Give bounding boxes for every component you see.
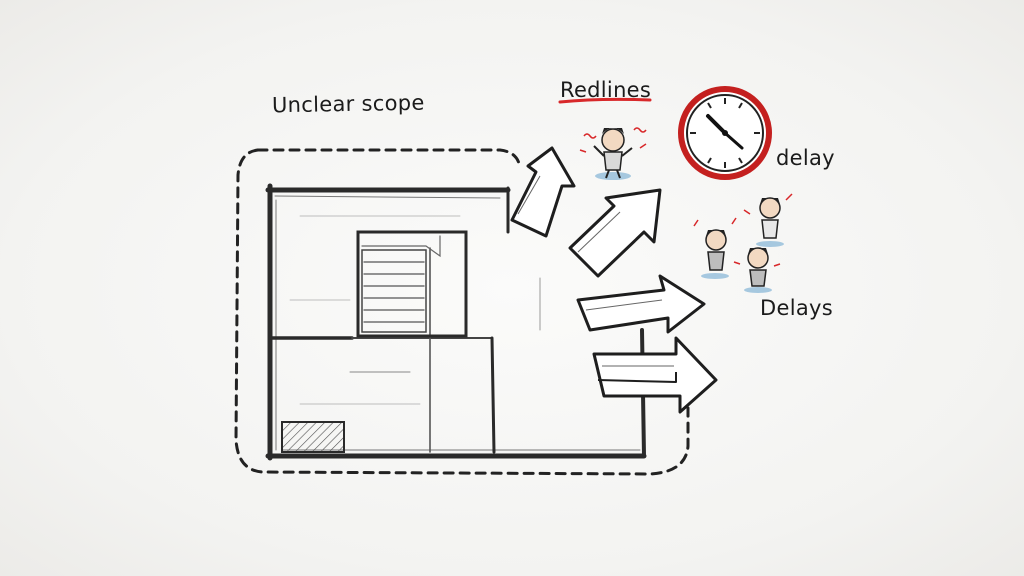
- arrows: [510, 146, 718, 414]
- unclear-scope-label: Unclear scope: [271, 90, 425, 118]
- clock-icon: [678, 86, 772, 180]
- delays-label: Delays: [760, 296, 833, 320]
- delay-label: delay: [776, 146, 835, 170]
- floor-plan-sketch: [265, 183, 647, 461]
- redlines-label: Redlines: [560, 78, 652, 102]
- scope-boundary: [234, 148, 690, 476]
- stressed-people-group-icon: [693, 193, 793, 293]
- redlines-underline: [558, 97, 652, 104]
- stressed-person-icon: [579, 127, 647, 180]
